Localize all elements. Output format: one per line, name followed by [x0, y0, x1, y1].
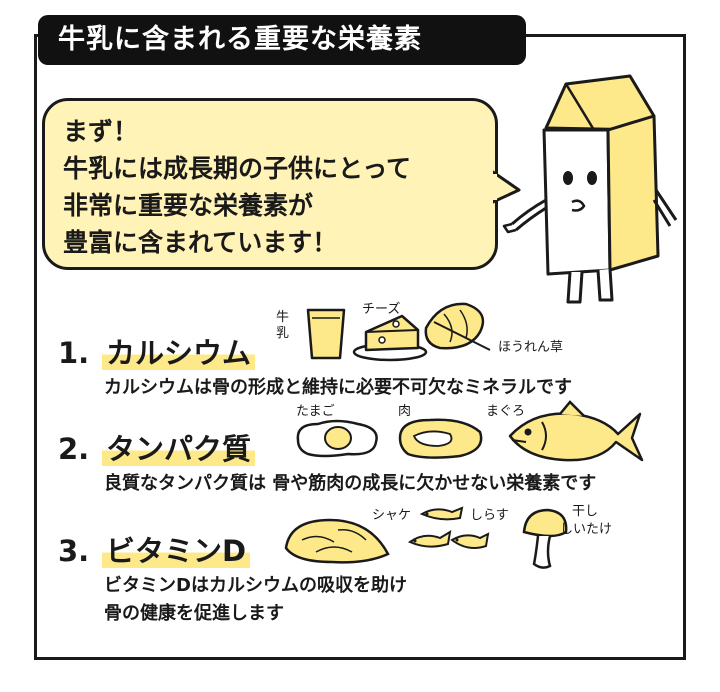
food-label: 干し — [572, 504, 599, 519]
egg-icon — [296, 419, 378, 458]
nutrient-heading: 1. カルシウム — [58, 330, 256, 372]
nutrient-description: カルシウムは骨の形成と維持に必要不可欠なミネラルです — [104, 377, 572, 398]
page-title: 牛乳に含まれる重要な栄養素 — [38, 15, 526, 65]
nutrient-heading: 3. ビタミンD — [58, 528, 251, 570]
nutrient-description: ビタミンDはカルシウムの吸収を助け — [104, 575, 407, 596]
bubble-line: 牛乳には成長期の子供にとって — [63, 154, 412, 183]
bubble-line: 非常に重要な栄養素が — [63, 191, 314, 220]
food-label: ほうれん草 — [498, 340, 564, 355]
whitebait-icon — [407, 506, 490, 549]
item-number: 3. — [58, 534, 90, 568]
food-label: シャケ — [372, 508, 412, 523]
milk-glass-icon — [306, 308, 346, 360]
nutrient-description: 骨の健康を促進します — [104, 603, 284, 624]
nutrient-name: カルシウム — [102, 336, 256, 370]
food-label: チーズ — [362, 302, 401, 317]
milk-carton-character — [502, 74, 678, 304]
nutrient-name: タンパク質 — [102, 432, 256, 466]
food-label: たまご — [296, 404, 335, 419]
food-label: まぐろ — [486, 404, 526, 419]
salmon-icon — [284, 518, 390, 564]
spinach-icon — [424, 302, 491, 351]
shiitake-icon — [522, 508, 568, 569]
speech-bubble: まず！ 牛乳には成長期の子供にとって 非常に重要な栄養素が 豊富に含まれています… — [42, 98, 498, 270]
tuna-icon — [508, 400, 644, 462]
nutrient-heading: 2. タンパク質 — [58, 426, 256, 468]
bubble-line: 豊富に含まれています！ — [63, 228, 338, 257]
cheese-icon — [352, 314, 428, 362]
item-number: 2. — [58, 432, 90, 466]
nutrient-name: ビタミンD — [102, 534, 251, 568]
food-label: しいたけ — [560, 522, 613, 537]
meat-icon — [398, 418, 483, 459]
bubble-line: まず！ — [63, 117, 139, 146]
bubble-tail-icon — [493, 170, 521, 204]
food-label: しらす — [470, 508, 509, 523]
food-label: 肉 — [398, 404, 412, 419]
item-number: 1. — [58, 336, 90, 370]
nutrient-description: 良質なタンパク質は 骨や筋肉の成長に欠かせない栄養素です — [104, 473, 597, 494]
food-label: 牛乳 — [276, 310, 290, 341]
